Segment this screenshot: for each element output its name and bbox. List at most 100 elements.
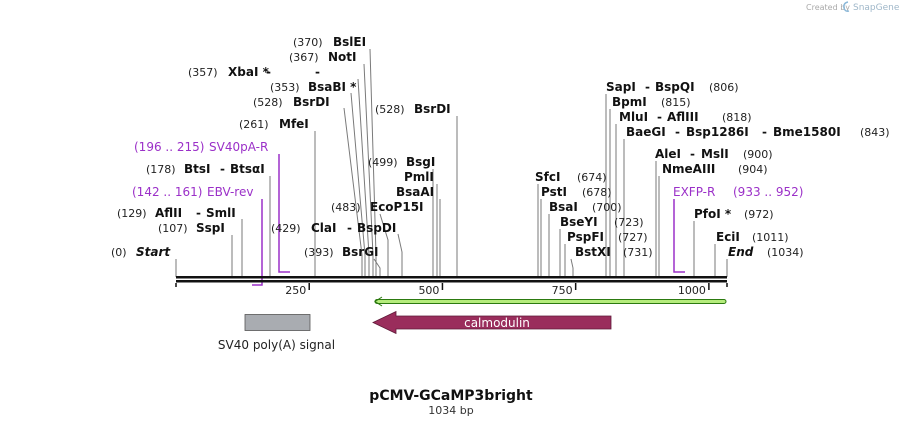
backbone-bottom-strand — [176, 280, 727, 283]
site-position: (700) — [592, 201, 622, 214]
primer-range: (142 .. 161) — [132, 185, 202, 199]
site-pmli[interactable]: PmlI — [404, 170, 434, 184]
site-bseyi[interactable]: BseYI — [560, 215, 598, 229]
site-bme1580i[interactable]: Bme1580I — [773, 125, 841, 139]
primer-marker-sv40pa-r — [278, 154, 290, 273]
site-position: (353) — [270, 81, 300, 94]
site-bsrbi[interactable]: BslEI — [333, 35, 366, 49]
site-position: (261) — [239, 118, 269, 131]
cut-line-clai — [397, 233, 403, 277]
site-bsgi[interactable]: BsgI — [406, 155, 435, 169]
snapgene-credit: Created by SnapGene — [806, 1, 900, 13]
site-pfoi[interactable]: PfoI * — [694, 207, 732, 221]
site-sspi[interactable]: SspI — [196, 221, 225, 235]
site-sapi[interactable]: SapI — [606, 80, 636, 94]
site-ecii[interactable]: EciI — [716, 230, 740, 244]
site-sfci[interactable]: SfcI — [535, 170, 560, 184]
primer-marker-exfp-r — [673, 199, 685, 273]
site-bspdi[interactable]: BspDI — [357, 221, 396, 235]
site-bsai[interactable]: BsaI — [549, 200, 578, 214]
primer-range: (196 .. 215) — [134, 140, 204, 154]
end-position: (1034) — [767, 246, 804, 259]
site-bsp1286i[interactable]: Bsp1286I — [686, 125, 749, 139]
site-noti[interactable]: XbaI * — [228, 65, 270, 79]
site-bpmi[interactable]: BpmI — [612, 95, 647, 109]
backbone-top-strand — [176, 276, 727, 279]
primer-sv40pa-r[interactable]: SV40pA-R — [209, 140, 268, 154]
site-nmeaiii[interactable]: NmeAIII — [662, 162, 715, 176]
site-bslei[interactable]: NotI — [328, 50, 357, 64]
site-mfei[interactable]: MfeI — [279, 117, 309, 131]
site-position: (367) — [289, 51, 319, 64]
site-ecop15i[interactable]: EcoP15I — [370, 200, 424, 214]
primer-exfp-r[interactable]: EXFP-R — [673, 185, 715, 199]
site-position: (370) — [293, 36, 323, 49]
cut-line-xbai — [350, 92, 366, 277]
cut-line-bsrbi — [369, 48, 377, 277]
site-xbai[interactable]: BsaBI * — [308, 80, 357, 94]
site-afliii[interactable]: AflIII — [667, 110, 699, 124]
primer-range: (933 .. 952) — [733, 185, 803, 199]
highlight-region — [374, 296, 727, 307]
credit-text: Created by — [806, 3, 850, 12]
site-bsrdi[interactable]: BsrDI — [414, 102, 451, 116]
cut-line-noti — [357, 78, 370, 277]
site-bsabi[interactable]: BsrDI — [293, 95, 330, 109]
site-bstxi[interactable]: BstXI — [575, 245, 611, 259]
site-bsrgi[interactable]: BsrGI — [342, 245, 379, 259]
feature-calmodulin[interactable]: calmodulin — [372, 310, 612, 335]
site-position: (483) — [331, 201, 361, 214]
site-msli[interactable]: MslI — [701, 147, 729, 161]
site-position: (900) — [743, 148, 773, 161]
feature-box-sv40-polya[interactable] — [244, 314, 311, 331]
site-position: (972) — [744, 208, 774, 221]
site-alei[interactable]: AleI — [655, 147, 681, 161]
site-separator: - — [315, 65, 320, 79]
site-position: (904) — [738, 163, 768, 176]
site-position: (815) — [661, 96, 691, 109]
site-clai[interactable]: ClaI — [311, 221, 336, 235]
site-position: (107) — [158, 222, 188, 235]
site-position: (818) — [722, 111, 752, 124]
site-smli[interactable]: SmlI — [206, 206, 236, 220]
start-position: (0) — [111, 246, 127, 259]
site-position: (731) — [623, 246, 653, 259]
site-separator: - — [690, 147, 695, 161]
primer-ebv-rev[interactable]: EBV-rev — [207, 185, 253, 199]
dna-backbone — [176, 276, 727, 283]
site-btsai[interactable]: BtsαI — [230, 162, 265, 176]
primer-marker-ebv-rev — [252, 199, 263, 286]
site-mlui[interactable]: MluI — [619, 110, 648, 124]
site-bsaai[interactable]: BsaAI — [396, 185, 434, 199]
site-separator: - — [347, 221, 352, 235]
site-bspqi[interactable]: BspQI — [655, 80, 695, 94]
cut-line-bstxi — [570, 258, 574, 277]
cut-line-bsrgi — [373, 258, 381, 277]
map-title: pCMV-GCaMP3bright — [369, 388, 533, 404]
site-btsi[interactable]: BtsI — [184, 162, 211, 176]
site-separator: - — [266, 65, 271, 79]
site-position: (357) — [188, 66, 218, 79]
feature-arrow-calmodulin[interactable] — [372, 310, 612, 335]
site-baegi[interactable]: BaeGI — [626, 125, 666, 139]
site-position: (528) — [253, 96, 283, 109]
site-aflii[interactable]: AflII — [155, 206, 182, 220]
site-position: (129) — [117, 207, 147, 220]
ruler-tick-label: 500 — [418, 284, 439, 297]
site-position: (528) — [375, 103, 405, 116]
site-position: (727) — [618, 231, 648, 244]
cut-line-bsabi — [343, 107, 363, 277]
site-pspfi[interactable]: PspFI — [567, 230, 604, 244]
site-position: (499) — [368, 156, 398, 169]
credit-brand: SnapGene — [853, 3, 900, 13]
feature-sv40-polya[interactable] — [244, 314, 311, 331]
site-position: (843) — [860, 126, 890, 139]
feature-label-sv40-polya: SV40 poly(A) signal — [218, 338, 335, 352]
primer-markers — [252, 154, 685, 286]
site-position: (393) — [304, 246, 334, 259]
site-psti[interactable]: PstI — [541, 185, 567, 199]
start-label: Start — [136, 245, 171, 259]
site-separator: - — [196, 206, 201, 220]
